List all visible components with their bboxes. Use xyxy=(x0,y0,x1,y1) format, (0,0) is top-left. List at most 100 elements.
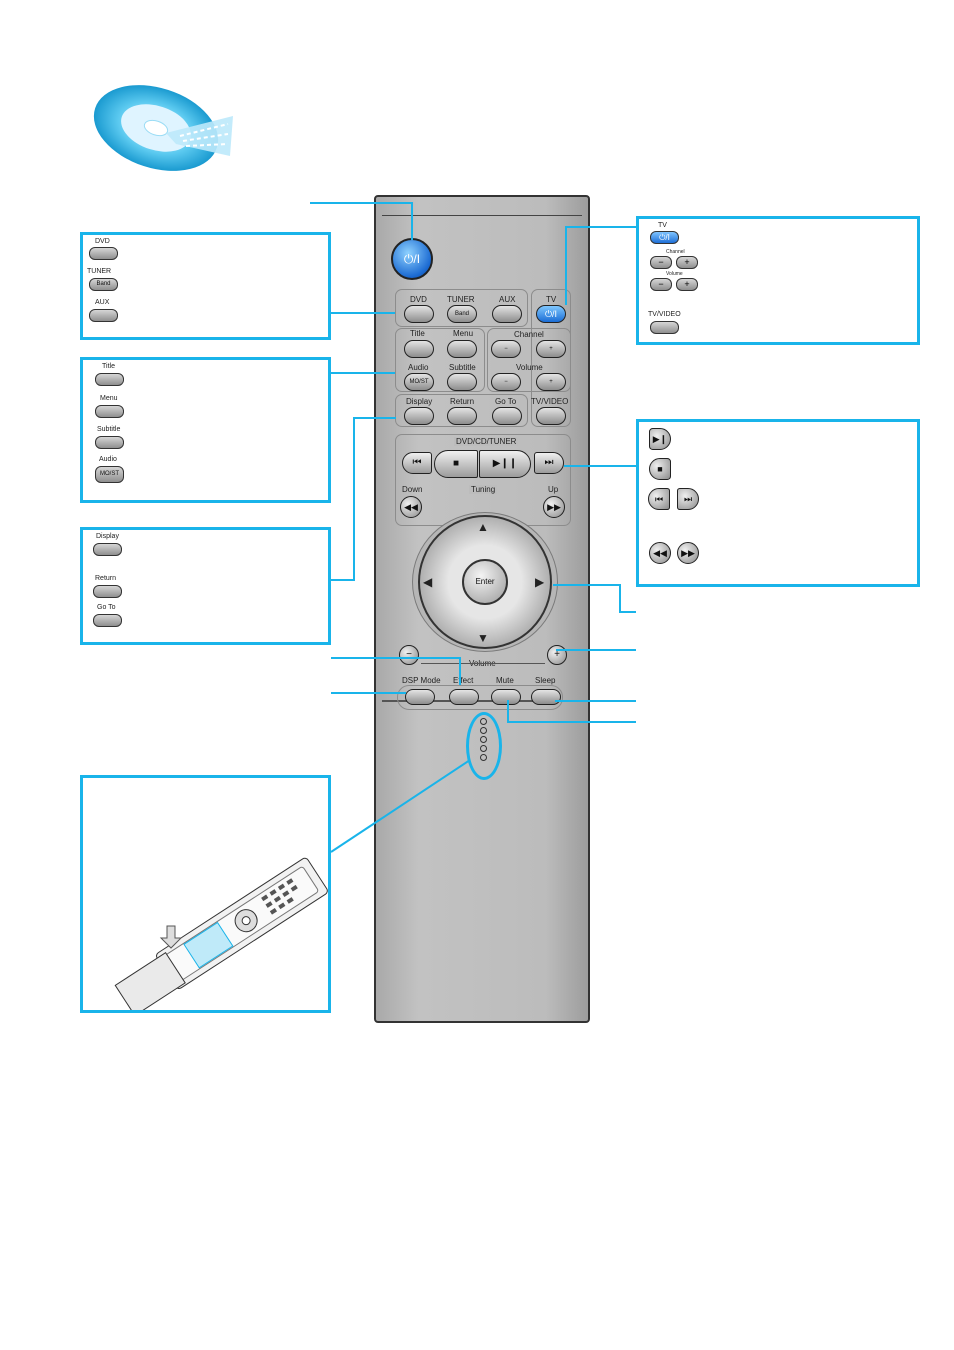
remote-tuner-label: TUNER xyxy=(447,295,475,304)
disc-icon xyxy=(93,85,233,171)
channel-volume-group xyxy=(487,328,571,392)
tuning-label: Tuning xyxy=(469,485,498,494)
transport-panel: ▶❙ ■ ⏮ ⏭ ◀◀ ▶▶ xyxy=(636,419,920,587)
play-pause-button[interactable]: ▶❙❙ xyxy=(479,450,531,478)
rewind-button[interactable]: ◀◀ xyxy=(400,496,422,518)
remote-title-label: Title xyxy=(410,329,425,338)
remote-channel-label: Channel xyxy=(514,330,544,339)
tuning-down-label: Down xyxy=(402,485,423,494)
tuner-label: TUNER xyxy=(87,268,112,275)
function-group xyxy=(397,685,563,710)
source-group xyxy=(395,289,528,327)
aux-label: AUX xyxy=(95,299,110,306)
remote-dvd-label: DVD xyxy=(410,295,427,304)
remote-display-button[interactable] xyxy=(404,407,434,425)
remote-aux-button[interactable] xyxy=(492,305,522,323)
source-buttons-panel: DVD TUNER Band AUX xyxy=(80,232,331,340)
nav-right-arrow-icon[interactable]: ▶ xyxy=(535,575,545,589)
remote-tv-volume-up-button[interactable]: + xyxy=(536,373,566,391)
battery-cover-panel xyxy=(80,775,331,1013)
tv-channel-down-button[interactable]: − xyxy=(650,256,672,269)
skip-back-button[interactable]: ⏮ xyxy=(402,452,432,474)
go-to-button[interactable] xyxy=(93,614,122,627)
remote-tv-volume-label: Volume xyxy=(516,363,543,372)
menu-button[interactable] xyxy=(95,405,124,418)
battery-cover-highlight xyxy=(466,712,502,780)
return-label: Return xyxy=(95,575,117,582)
enter-button[interactable]: Enter xyxy=(462,559,508,605)
aux-button[interactable] xyxy=(89,309,118,322)
power-button[interactable]: ⏻/I xyxy=(391,238,433,280)
effect-button[interactable] xyxy=(449,689,479,705)
audio-label: Audio xyxy=(99,456,117,463)
subtitle-label: Subtitle xyxy=(97,426,121,433)
skip-forward-button[interactable]: ⏭ xyxy=(534,452,564,474)
menu-buttons-panel: Title Menu Subtitle Audio MO/ST xyxy=(80,357,331,503)
play-pause-icon: ▶❙ xyxy=(649,428,671,450)
remote-tv-video-label: TV/VIDEO xyxy=(531,397,569,406)
display-button[interactable] xyxy=(93,543,122,556)
sleep-button[interactable] xyxy=(531,689,561,705)
fast-forward-icon: ▶▶ xyxy=(677,542,699,564)
title-button[interactable] xyxy=(95,373,124,386)
remote-band-button[interactable]: Band xyxy=(447,305,477,323)
menu-label: Menu xyxy=(100,395,118,402)
remote-menu-button[interactable] xyxy=(447,340,477,358)
go-to-label: Go To xyxy=(97,604,116,611)
tv-label: TV xyxy=(658,222,667,229)
tv-power-button[interactable]: ⏻/I xyxy=(650,231,679,244)
subtitle-button[interactable] xyxy=(95,436,124,449)
return-button[interactable] xyxy=(93,585,122,598)
remote-go-to-button[interactable] xyxy=(492,407,522,425)
remote-tv-label: TV xyxy=(546,295,557,304)
sleep-label: Sleep xyxy=(535,676,556,685)
tv-video-button[interactable] xyxy=(650,321,679,334)
menu-group xyxy=(395,328,485,392)
skip-forward-icon: ⏭ xyxy=(677,488,699,510)
tv-volume-label: Volume xyxy=(666,271,683,277)
stop-button[interactable]: ■ xyxy=(434,450,478,478)
volume-down-button[interactable]: − xyxy=(399,645,419,665)
remote-tv-volume-down-button[interactable]: − xyxy=(491,373,521,391)
tv-volume-up-button[interactable]: + xyxy=(676,278,698,291)
rewind-icon: ◀◀ xyxy=(649,542,671,564)
nav-up-arrow-icon[interactable]: ▲ xyxy=(477,520,489,534)
volume-bracket xyxy=(421,663,545,664)
remote-tv-power-button[interactable]: ⏻/I xyxy=(536,305,566,323)
mute-label: Mute xyxy=(496,676,514,685)
dsp-mode-button[interactable] xyxy=(405,689,435,705)
nav-left-arrow-icon[interactable]: ◀ xyxy=(423,575,433,589)
remote-channel-down-button[interactable]: − xyxy=(491,340,521,358)
display-group xyxy=(395,394,528,427)
fast-forward-button[interactable]: ▶▶ xyxy=(543,496,565,518)
transport-group-label: DVD/CD/TUNER xyxy=(454,437,519,446)
remote-battery-illustration xyxy=(114,857,328,1010)
remote-subtitle-button[interactable] xyxy=(447,373,477,391)
stop-icon: ■ xyxy=(649,458,671,480)
remote-aux-label: AUX xyxy=(499,295,516,304)
skip-back-icon: ⏮ xyxy=(648,488,670,510)
tuner-band-button[interactable]: Band xyxy=(89,278,118,291)
tuning-up-label: Up xyxy=(548,485,559,494)
remote-channel-up-button[interactable]: + xyxy=(536,340,566,358)
remote-dvd-button[interactable] xyxy=(404,305,434,323)
effect-label: Effect xyxy=(453,676,474,685)
nav-down-arrow-icon[interactable]: ▼ xyxy=(477,631,489,645)
remote-return-button[interactable] xyxy=(447,407,477,425)
tv-control-panel: TV ⏻/I Channel − + Volume − + TV/VIDEO xyxy=(636,216,920,345)
remote-subtitle-label: Subtitle xyxy=(449,363,476,372)
dvd-button[interactable] xyxy=(89,247,118,260)
tv-volume-down-button[interactable]: − xyxy=(650,278,672,291)
audio-mo-st-button[interactable]: MO/ST xyxy=(95,466,124,483)
tv-video-label: TV/VIDEO xyxy=(648,311,681,318)
remote-display-label: Display xyxy=(406,397,433,406)
remote-mo-st-button[interactable]: MO/ST xyxy=(404,373,434,391)
remote-menu-label: Menu xyxy=(453,329,474,338)
tv-channel-up-button[interactable]: + xyxy=(676,256,698,269)
remote-return-label: Return xyxy=(450,397,475,406)
remote-title-button[interactable] xyxy=(404,340,434,358)
battery-cover-release-dots xyxy=(480,718,487,763)
mute-button[interactable] xyxy=(491,689,521,705)
remote-tv-video-button[interactable] xyxy=(536,407,566,425)
